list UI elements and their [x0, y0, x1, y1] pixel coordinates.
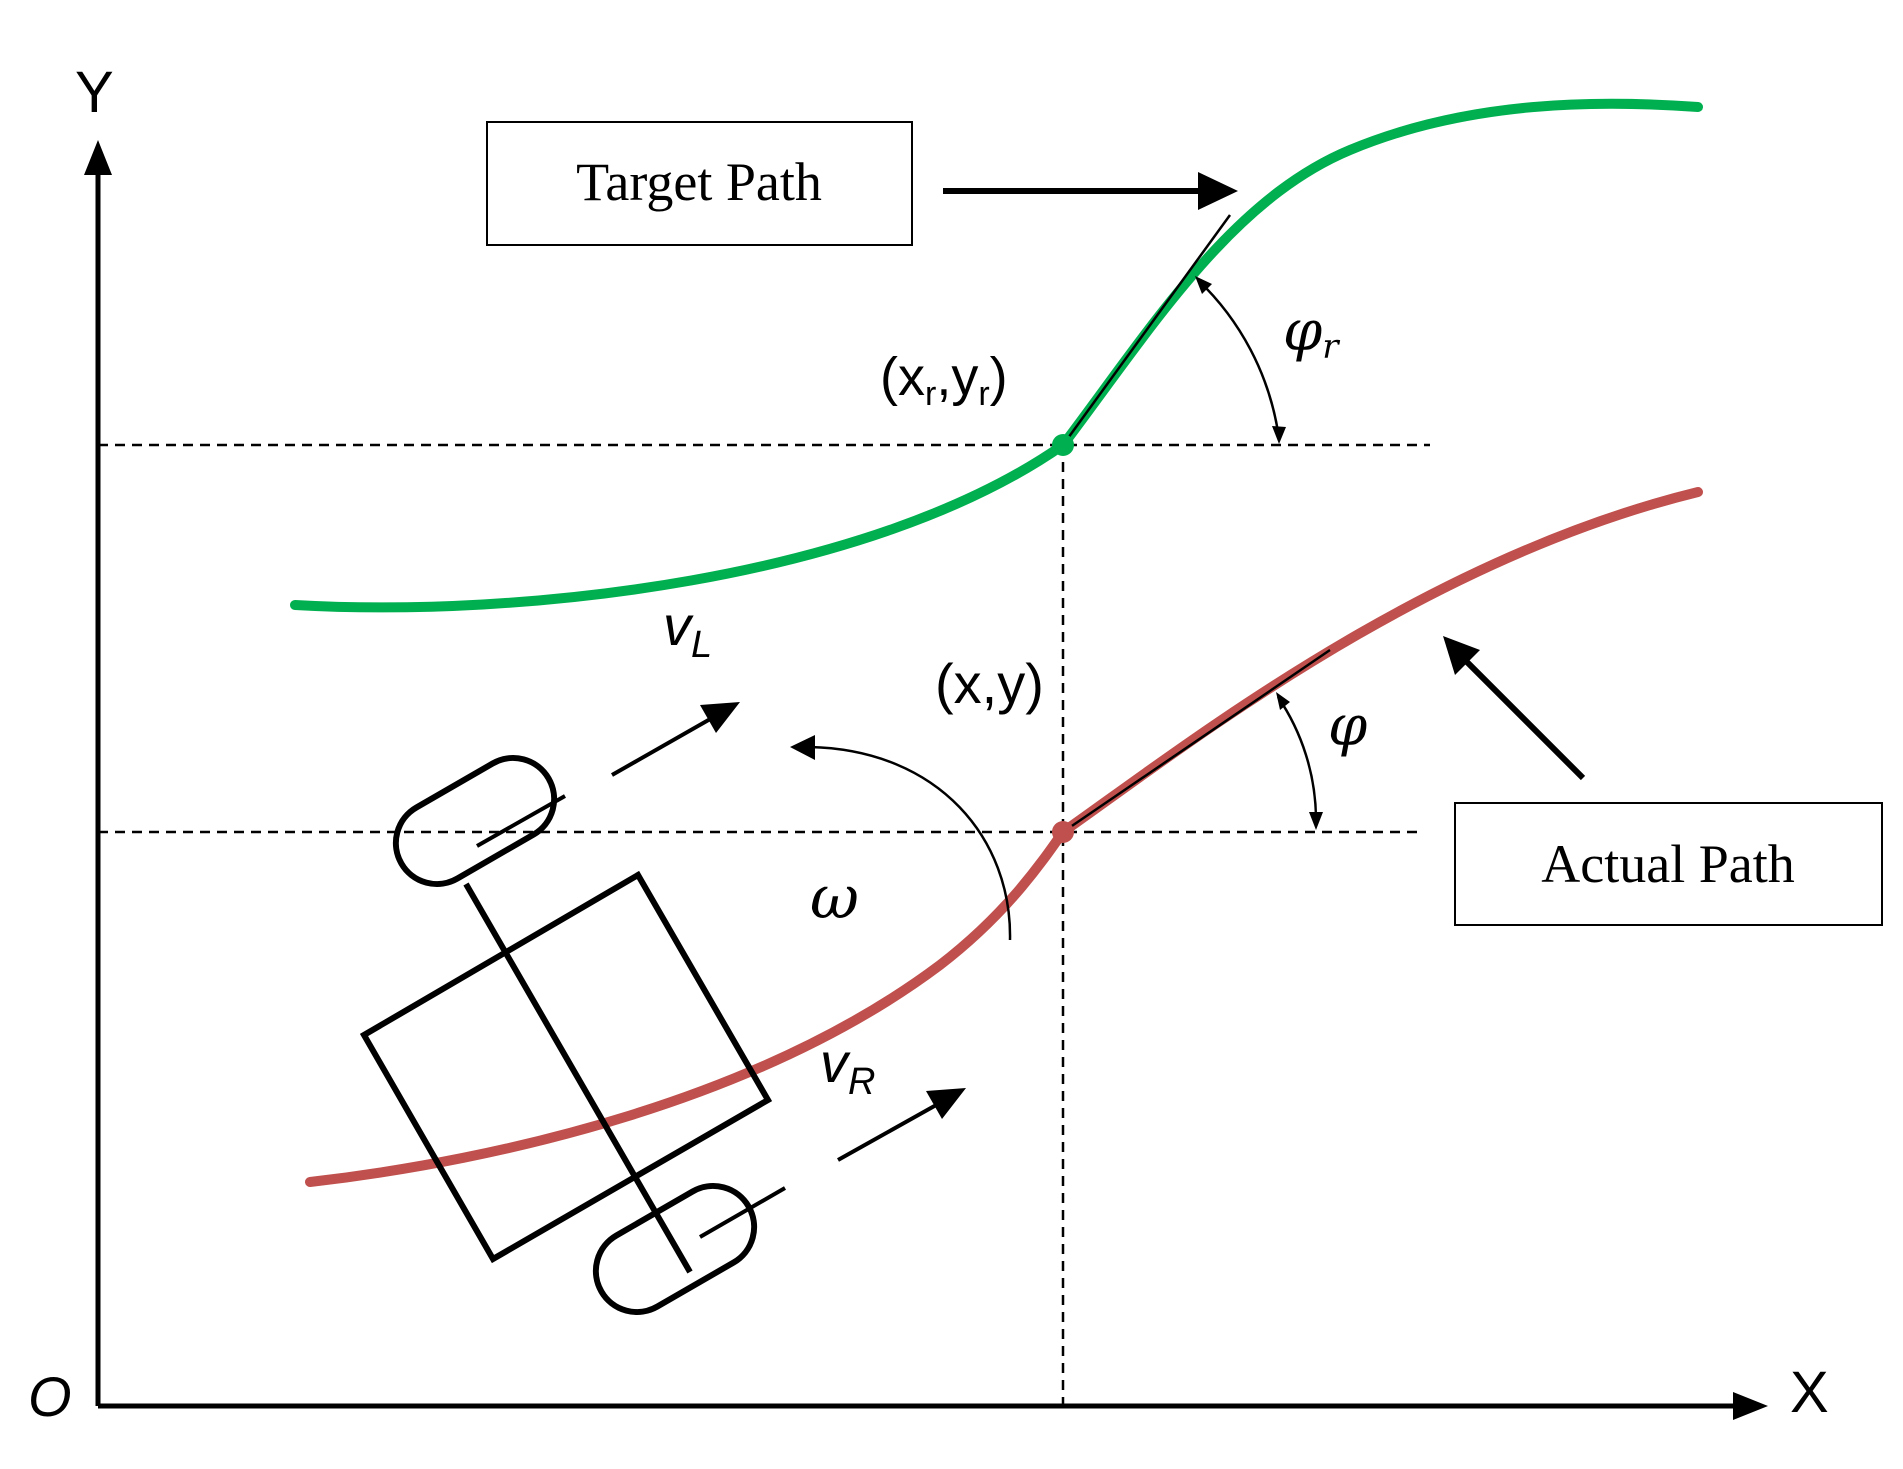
phi-r-arrowhead-bottom	[1272, 426, 1286, 444]
target-path-box	[486, 121, 913, 246]
phi-arrowhead-top	[1276, 692, 1290, 710]
phi-r-label: φr	[1283, 299, 1340, 367]
reference-point-close: )	[990, 347, 1008, 407]
actual-point-marker	[1052, 821, 1074, 843]
omega-arrowhead	[790, 735, 815, 760]
target-path-pointer-arrow	[943, 172, 1238, 210]
robot-right-wheel	[592, 1183, 786, 1315]
x-axis	[98, 1392, 1768, 1420]
omega-rotation-arc	[790, 735, 1012, 941]
x-axis-arrowhead	[1733, 1392, 1768, 1420]
phi-r-symbol: φ	[1283, 299, 1322, 364]
v-l-symbol: v	[663, 594, 694, 657]
phi-label: φ	[1328, 694, 1367, 759]
actual-path-box	[1454, 802, 1883, 926]
actual-path-pointer-arrow	[1443, 636, 1586, 781]
reference-point-label: (xr,yr)	[880, 347, 1008, 413]
reference-point-y-sub: r	[978, 375, 989, 413]
target-tangent-line	[1061, 214, 1232, 446]
actual-point-label: (x,y)	[935, 652, 1044, 715]
robot-left-wheel	[392, 755, 566, 887]
reference-point-open: (x	[880, 347, 925, 407]
phi-angle-arc	[1276, 692, 1323, 830]
origin-label: O	[28, 1365, 72, 1428]
actual-path-curve	[305, 487, 1703, 1187]
phi-r-arrowhead-top	[1195, 276, 1212, 294]
v-l-sub: L	[691, 624, 712, 666]
v-r-symbol: v	[820, 1031, 851, 1094]
robot	[359, 755, 786, 1315]
phi-arrowhead-bottom	[1309, 812, 1323, 830]
v-r-arrow	[837, 1088, 966, 1162]
v-l-arrow	[611, 702, 740, 777]
v-l-label: vL	[663, 594, 712, 666]
actual-tangent-line	[1062, 648, 1331, 834]
v-r-label: vR	[820, 1031, 875, 1103]
omega-label: ω	[810, 863, 859, 933]
v-r-sub: R	[848, 1061, 875, 1103]
target-path-label: Target Path	[576, 152, 822, 212]
y-axis-label: Y	[75, 60, 114, 125]
actual-path-label: Actual Path	[1541, 834, 1794, 894]
phi-r-angle-arc	[1195, 276, 1286, 444]
y-axis-arrowhead	[84, 140, 112, 175]
y-axis	[84, 140, 112, 1406]
phi-r-sub: r	[1322, 327, 1340, 367]
robot-axle	[463, 882, 693, 1274]
reference-point-mid: ,y	[936, 347, 978, 407]
target-point-marker	[1052, 434, 1074, 456]
x-axis-label: X	[1790, 1360, 1829, 1425]
robot-body	[359, 870, 773, 1264]
reference-point-x-sub: r	[925, 375, 936, 413]
